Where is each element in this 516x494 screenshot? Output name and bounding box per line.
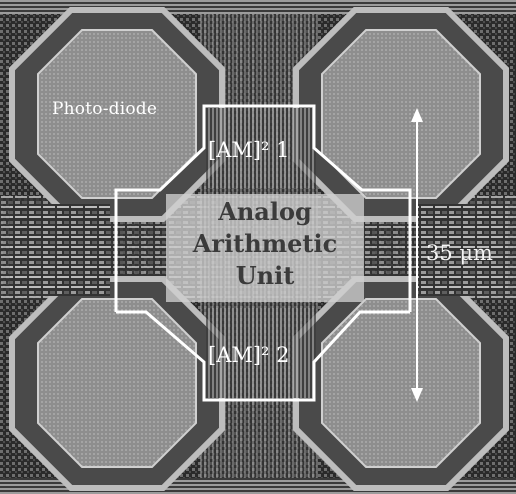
am-block-1-label: [AM]² 1 <box>208 138 290 162</box>
photodiode-bottom-left <box>37 298 197 468</box>
photodiode-bottom-right <box>321 298 481 468</box>
scale-bar-icon <box>411 108 423 402</box>
photodiode-cells <box>9 7 509 491</box>
aau-highlight-box <box>166 194 364 302</box>
right-io-block <box>418 204 508 296</box>
am-block-2-circuitry <box>206 308 316 398</box>
am-block-2-label: [AM]² 2 <box>208 343 290 367</box>
analog-arithmetic-unit-label: Analog Arithmetic Unit <box>170 196 360 292</box>
am-region-2-outline <box>116 310 410 402</box>
photodiode-label: Photo-diode <box>52 99 158 119</box>
am-region-1-outline <box>114 104 412 312</box>
aau-label-line-2: Arithmetic <box>192 229 338 258</box>
aau-label-line-1: Analog <box>218 197 312 226</box>
aau-label-line-3: Unit <box>235 261 295 290</box>
am-block-1-circuitry <box>206 108 316 188</box>
photodiode-top-right <box>321 29 481 199</box>
photodiode-top-left <box>37 29 197 199</box>
left-io-block <box>10 204 110 296</box>
scale-label: 35 μm <box>426 241 493 265</box>
